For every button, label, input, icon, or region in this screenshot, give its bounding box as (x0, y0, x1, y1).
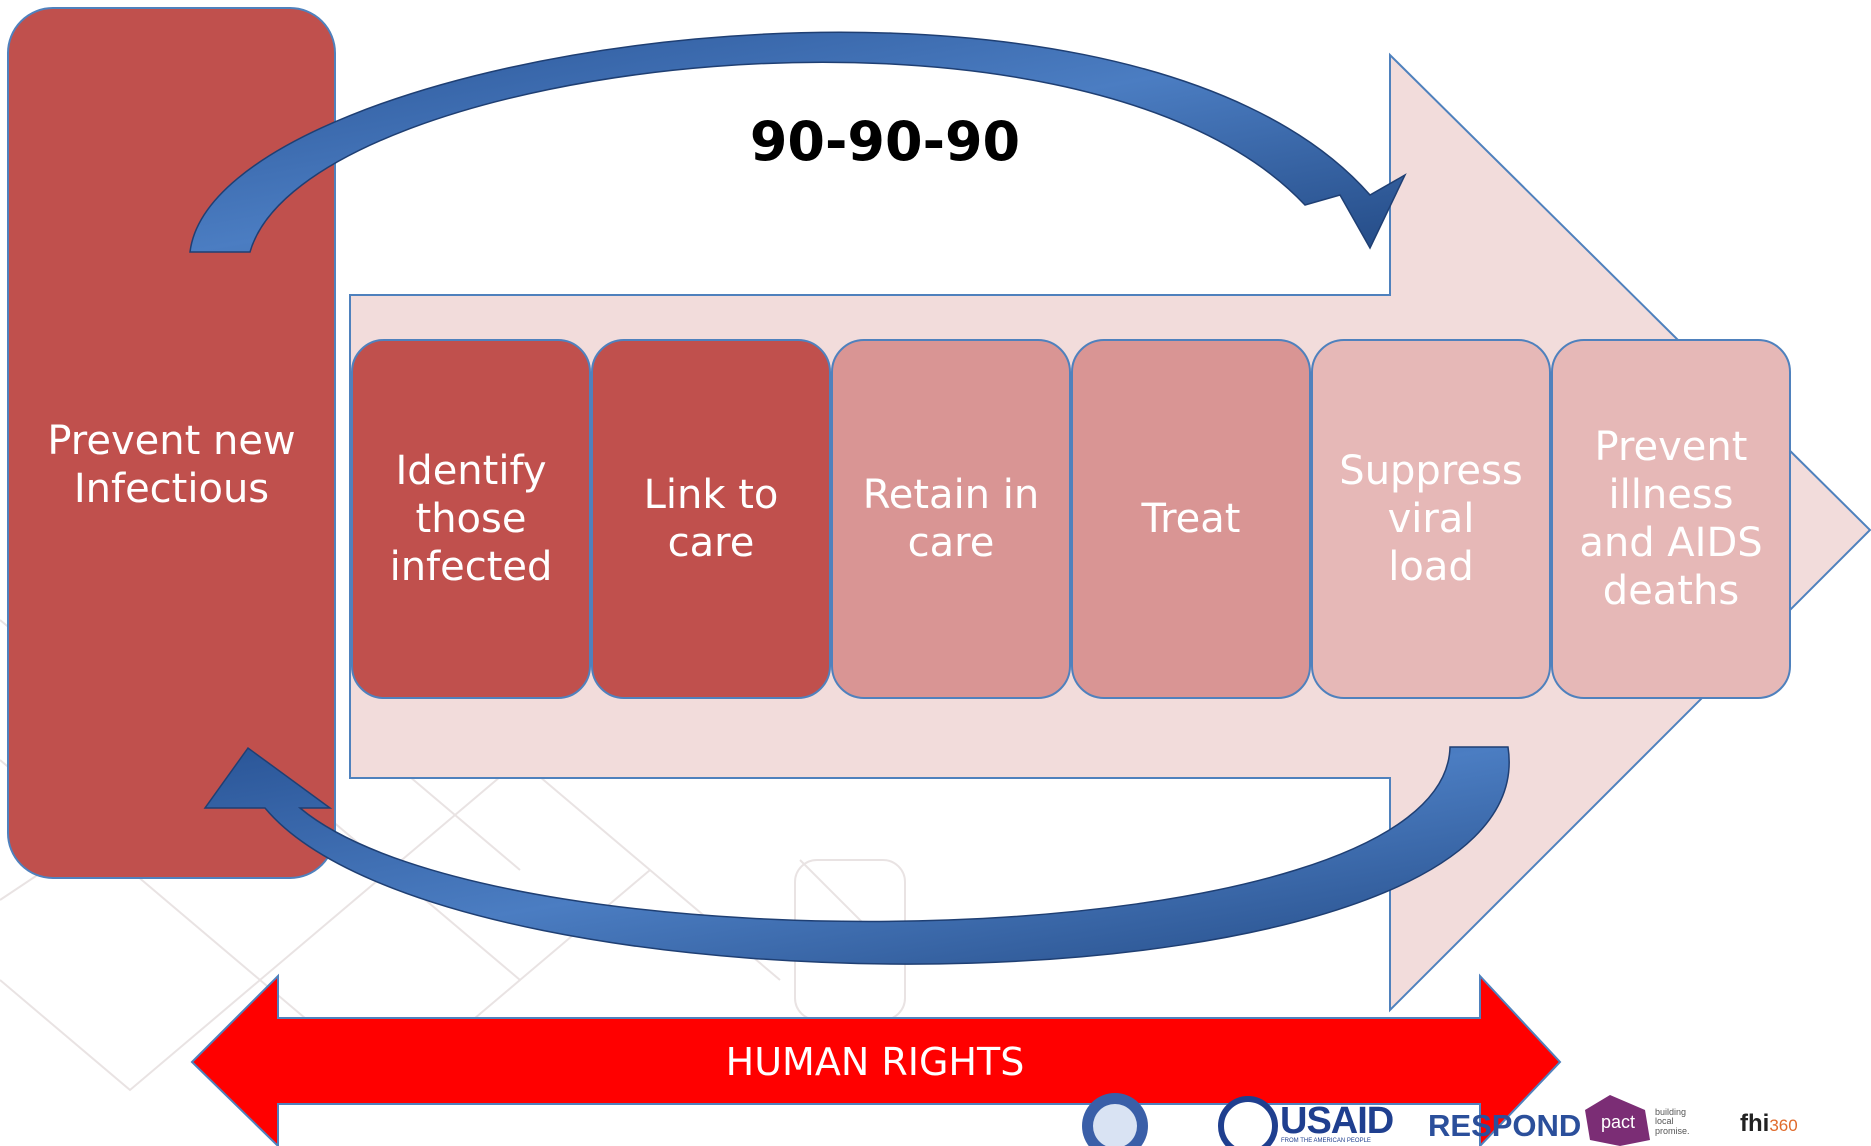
step-label-1: Identify those infected (389, 448, 553, 590)
logo-strip (1082, 1093, 1650, 1146)
usaid-logo: USAID (1280, 1100, 1394, 1142)
step-label-6: Prevent illness and AIDS deaths (1579, 424, 1763, 614)
cycle-label: 90-90-90 (749, 110, 1021, 173)
fhi-number: 360 (1769, 1116, 1798, 1135)
usaid-tagline: FROM THE AMERICAN PEOPLE (1281, 1138, 1371, 1144)
pact-tagline: building local promise. (1655, 1107, 1690, 1136)
pact-hexagon-icon (1585, 1095, 1650, 1146)
steps-group (351, 339, 1791, 699)
upper-cycle-arrow (189, 31, 1407, 253)
usaid-seal-icon (1218, 1096, 1278, 1146)
step-label-4: Treat (1141, 496, 1241, 542)
step-box-3 (831, 339, 1071, 699)
step-box-1 (351, 339, 591, 699)
prevent-new-infections-label: Prevent new Infectious (47, 418, 296, 512)
fhi-text: fhi (1740, 1110, 1770, 1137)
respond-logo: RESPOND (1428, 1108, 1582, 1143)
step-label-3: Retain in care (862, 472, 1040, 566)
fhi360-logo: fhi360 (1740, 1110, 1798, 1138)
lower-cycle-arrow (203, 746, 1510, 965)
step-box-5 (1311, 339, 1551, 699)
pact-logo: pact (1601, 1112, 1636, 1132)
step-box-4 (1071, 339, 1311, 699)
human-rights-label: HUMAN RIGHTS (725, 1039, 1025, 1084)
step-box-2 (591, 339, 831, 699)
step-label-2: Link to care (643, 472, 779, 566)
step-label-5: Suppress viral load (1339, 448, 1523, 590)
human-rights-arrow (190, 973, 1562, 1146)
step-box-6 (1551, 339, 1791, 699)
